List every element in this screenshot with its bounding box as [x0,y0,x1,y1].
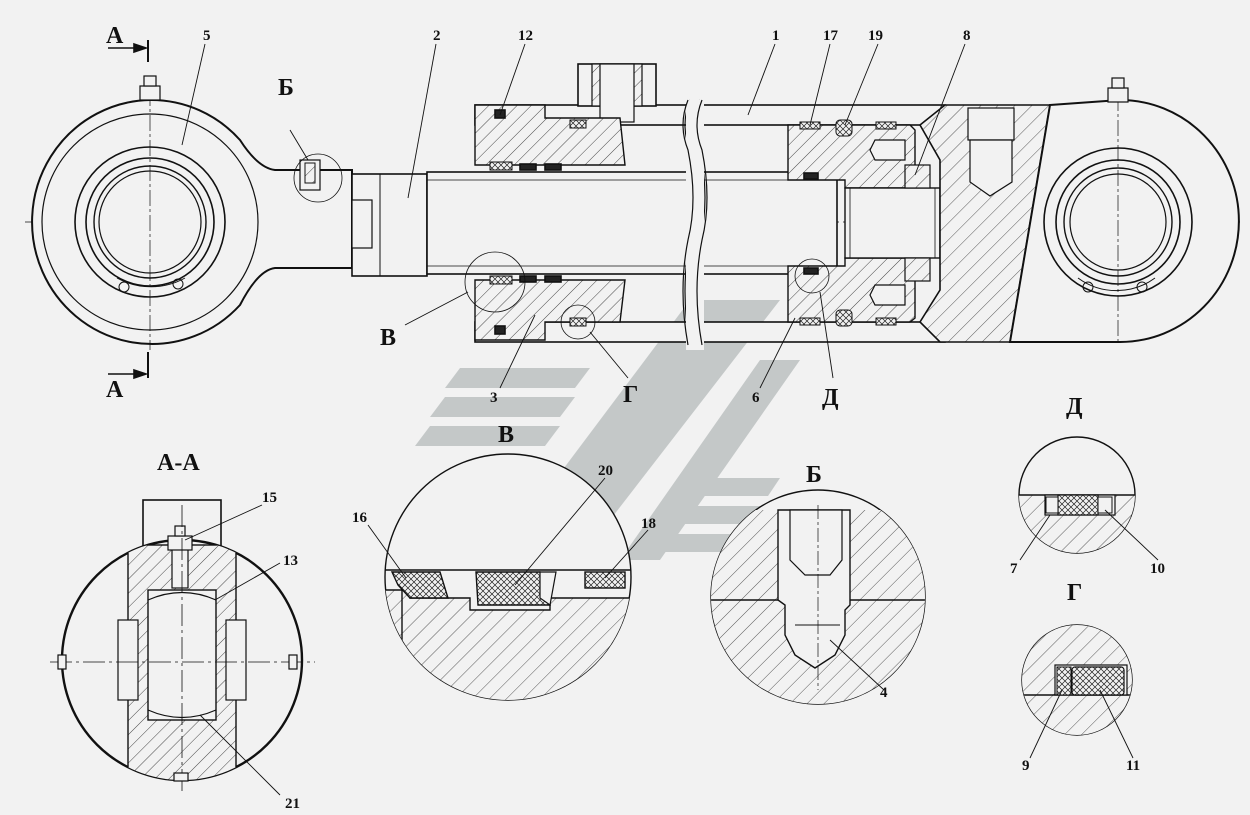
detail-d-view [1018,436,1159,561]
part-label-17: 17 [823,28,839,44]
part-label-9: 9 [1022,758,1030,774]
detail-b-title: Б [806,462,822,488]
section-mark-top: А [106,23,124,49]
part-label-15: 15 [262,490,277,506]
part-label-16: 16 [352,510,368,526]
part-label-3: 3 [490,390,498,406]
part-number-labels: 5 2 12 1 17 19 8 3 6 15 13 21 16 20 18 4… [203,28,1165,812]
part-label-10: 10 [1150,561,1165,577]
detail-b-view [710,489,926,705]
section-aa-title: А-А [157,450,200,476]
part-label-19: 19 [868,28,883,44]
part-label-21: 21 [285,796,300,812]
part-label-4: 4 [880,685,888,701]
part-label-13: 13 [283,553,298,569]
part-label-6: 6 [752,390,760,406]
section-mark-bottom: А [106,377,124,403]
part-label-7: 7 [1010,561,1018,577]
part-label-1: 1 [772,28,780,44]
part-label-11: 11 [1126,758,1140,774]
detail-v-callout: В [380,325,396,351]
detail-d-callout: Д [822,385,839,411]
detail-d-title: Д [1066,394,1083,420]
part-label-20: 20 [598,463,613,479]
part-label-18: 18 [641,516,656,532]
view-labels: А А Б В Г Д А-А В Б Д Г [106,23,1083,606]
part-label-5: 5 [203,28,211,44]
main-assembly [25,40,1240,389]
section-aa-view [50,499,315,796]
detail-g-title: Г [1067,580,1082,606]
detail-v-title: В [498,422,514,448]
detail-b-callout: Б [278,75,294,101]
detail-g-view [1021,624,1134,759]
part-label-12: 12 [518,28,533,44]
part-label-8: 8 [963,28,971,44]
part-label-2: 2 [433,28,441,44]
detail-g-callout: Г [623,382,638,408]
